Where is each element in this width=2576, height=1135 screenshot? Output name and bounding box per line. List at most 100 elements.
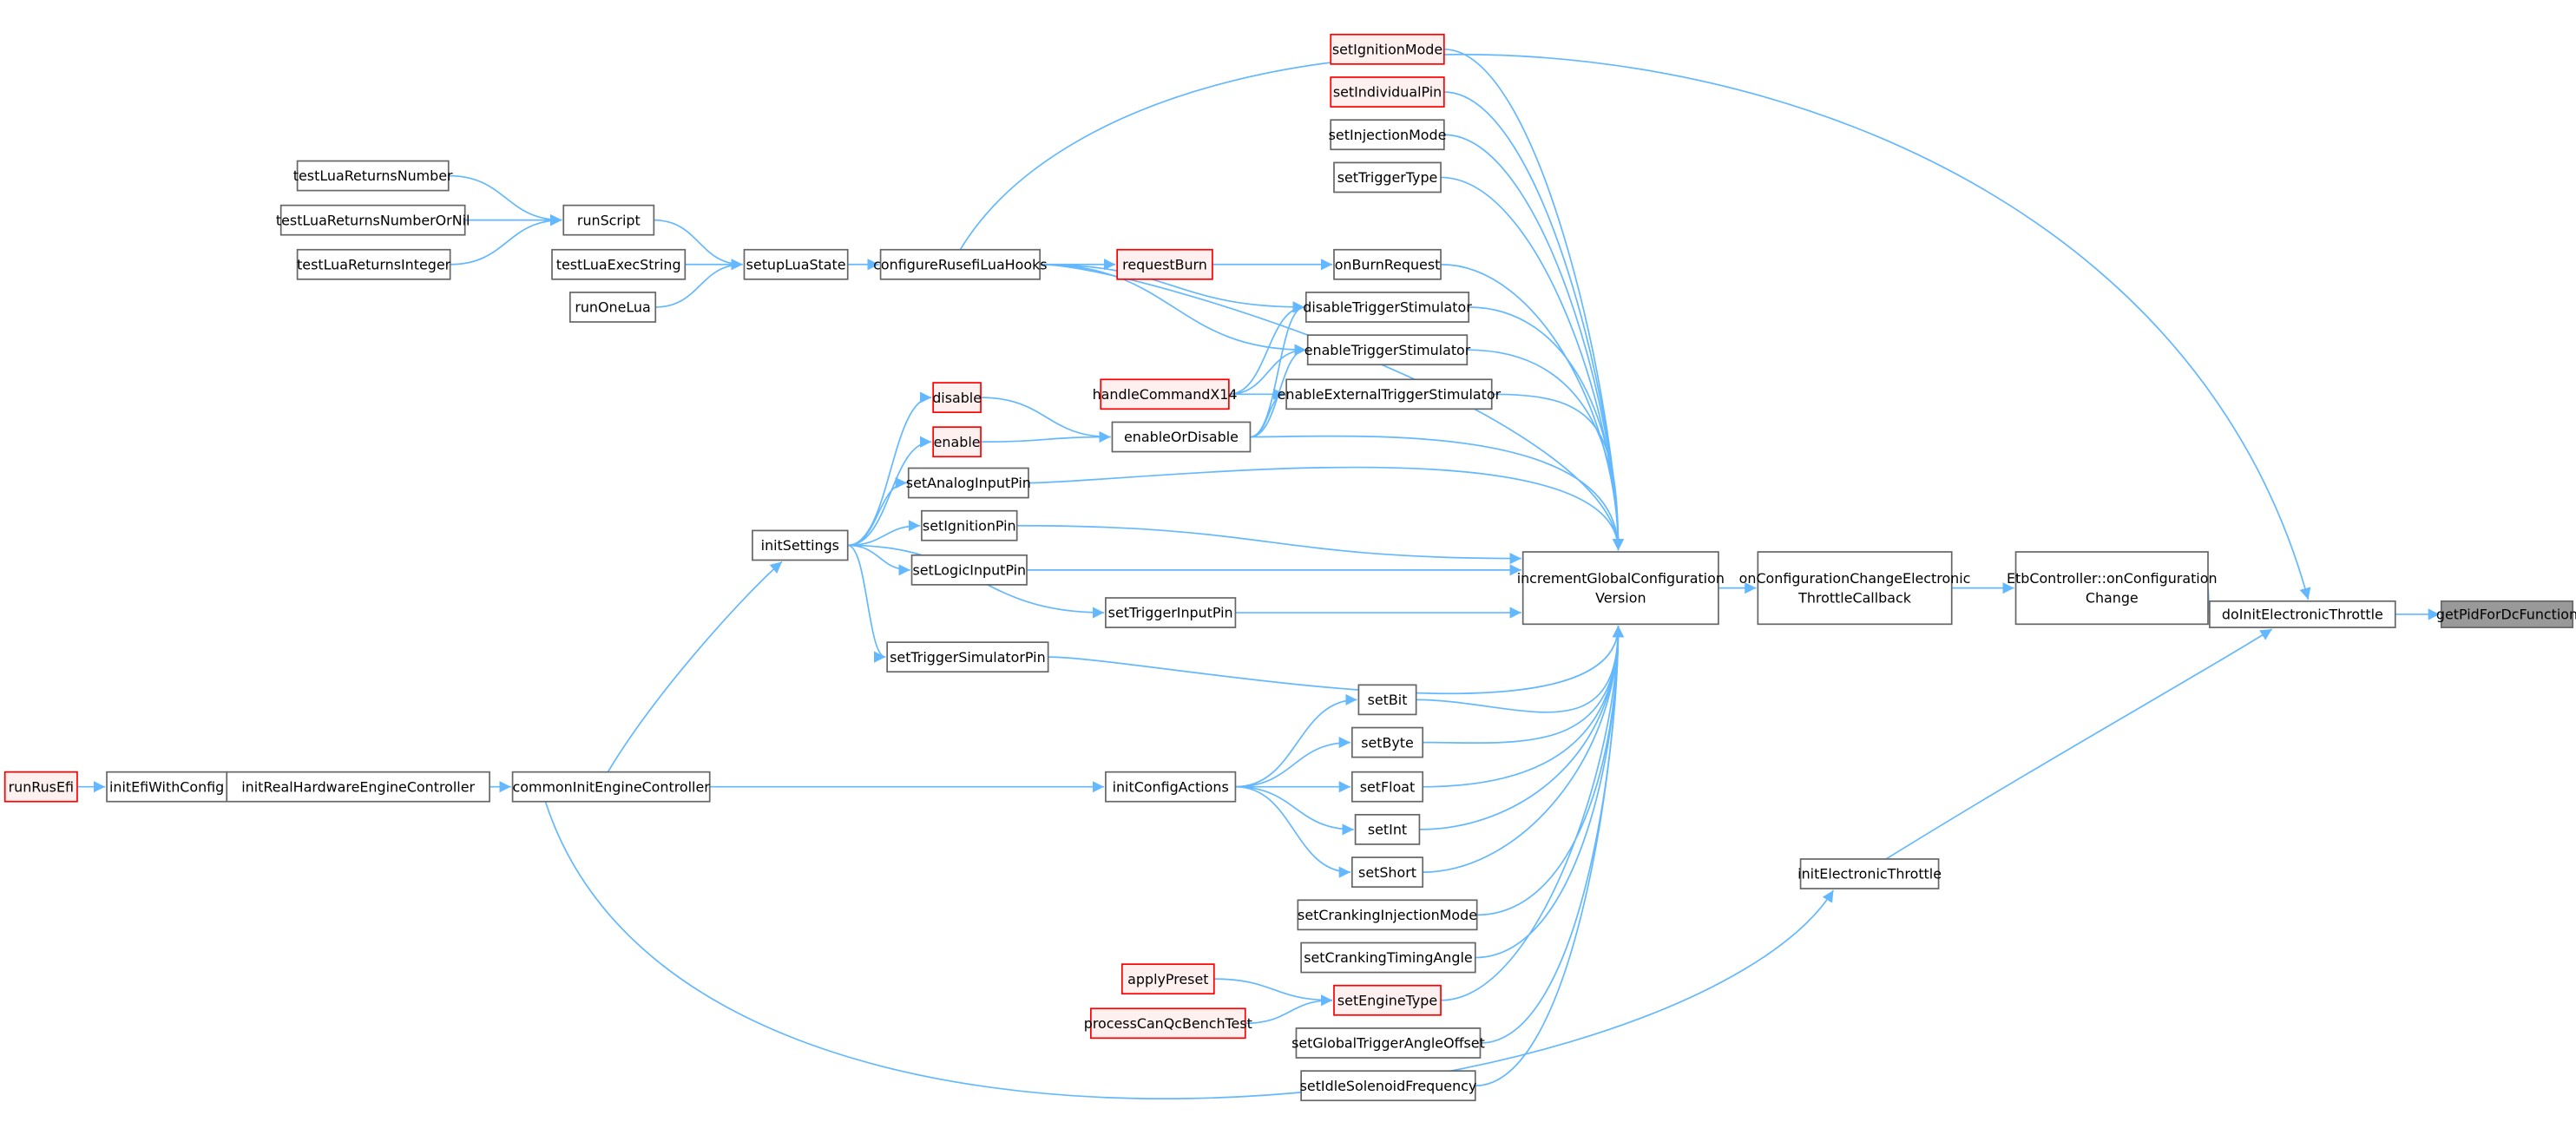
node-box bbox=[1297, 899, 1478, 931]
node-label: initConfigActions bbox=[1113, 778, 1229, 795]
node-etb-on-configuration-change[interactable]: EtbController::onConfigurationChange bbox=[2007, 551, 2218, 626]
edge-configure-rusefi-lua-hooks-to-do-init-electronic-throttle bbox=[959, 54, 2311, 600]
node-test-lua-exec-string[interactable]: testLuaExecString bbox=[551, 248, 687, 280]
node-set-global-trigger-angle-offset[interactable]: setGlobalTriggerAngleOffset bbox=[1291, 1027, 1485, 1059]
node-disable-trigger-stimulator[interactable]: disableTriggerStimulator bbox=[1303, 292, 1472, 323]
node-enable-external-trigger-stimulator[interactable]: enableExternalTriggerStimulator bbox=[1278, 378, 1502, 410]
node-label: Change bbox=[2086, 590, 2139, 607]
edge-common-init-engine-controller-to-init-electronic-throttle bbox=[544, 801, 1835, 1099]
edge-init-settings-to-enable bbox=[847, 436, 932, 547]
node-box bbox=[1521, 551, 1719, 626]
node-box bbox=[1116, 248, 1213, 280]
node-handle-command-x14[interactable]: handleCommandX14 bbox=[1093, 378, 1238, 410]
node-request-burn[interactable]: requestBurn bbox=[1116, 248, 1213, 280]
node-set-injection-mode[interactable]: setInjectionMode bbox=[1329, 119, 1447, 151]
node-init-electronic-throttle[interactable]: initElectronicThrottle bbox=[1797, 858, 1942, 889]
node-box bbox=[1350, 726, 1424, 758]
edge-run-script-to-setup-lua-state bbox=[654, 219, 743, 271]
edge-disable-to-enable-or-disable bbox=[981, 397, 1111, 443]
edge-test-lua-returns-number-to-run-script bbox=[448, 174, 562, 226]
node-box bbox=[1300, 941, 1476, 974]
node-label: setByte bbox=[1361, 734, 1414, 751]
node-set-individual-pin[interactable]: setIndividualPin bbox=[1330, 76, 1445, 108]
node-configure-rusefi-lua-hooks[interactable]: configureRusefiLuaHooks bbox=[873, 248, 1048, 280]
node-set-float[interactable]: setFloat bbox=[1350, 771, 1424, 803]
node-box bbox=[1333, 248, 1442, 280]
node-enable-or-disable[interactable]: enableOrDisable bbox=[1111, 421, 1252, 453]
edge-enable-or-disable-to-enable-external-trigger-stimulator bbox=[1250, 388, 1285, 438]
node-set-engine-type[interactable]: setEngineType bbox=[1333, 984, 1442, 1016]
node-box bbox=[1350, 856, 1424, 889]
node-box bbox=[1111, 421, 1252, 453]
edge-set-bit-to-increment-global-configuration-version bbox=[1416, 626, 1625, 713]
node-set-cranking-timing-angle[interactable]: setCrankingTimingAngle bbox=[1300, 941, 1476, 974]
node-set-trigger-type[interactable]: setTriggerType bbox=[1333, 161, 1442, 194]
edge-configure-rusefi-lua-hooks-to-enable-trigger-stimulator bbox=[1040, 263, 1306, 356]
node-label: testLuaReturnsNumber bbox=[293, 167, 453, 184]
node-label: EtbController::onConfiguration bbox=[2007, 570, 2218, 587]
node-enable-trigger-stimulator[interactable]: enableTriggerStimulator bbox=[1304, 334, 1471, 366]
edge-init-settings-to-set-trigger-simulator-pin bbox=[847, 544, 886, 663]
node-set-idle-solenoid-frequency[interactable]: setIdleSolenoidFrequency bbox=[1300, 1070, 1477, 1102]
node-box bbox=[879, 248, 1042, 280]
node-box bbox=[1285, 378, 1493, 410]
edge-set-short-to-increment-global-configuration-version bbox=[1423, 626, 1625, 873]
node-set-ignition-mode[interactable]: setIgnitionMode bbox=[1330, 33, 1445, 65]
node-apply-preset[interactable]: applyPreset bbox=[1120, 963, 1215, 995]
node-label: setCrankingInjectionMode bbox=[1298, 907, 1477, 923]
node-label: runRusEfi bbox=[9, 778, 74, 795]
node-init-real-hardware-engine-controller[interactable]: initRealHardwareEngineController bbox=[226, 771, 490, 803]
node-label: commonInitEngineController bbox=[513, 778, 711, 795]
node-box bbox=[1295, 1027, 1482, 1059]
node-set-bit[interactable]: setBit bbox=[1357, 684, 1417, 716]
node-run-one-lua[interactable]: runOneLua bbox=[568, 292, 657, 323]
node-box bbox=[511, 771, 711, 803]
node-label: setAnalogInputPin bbox=[906, 475, 1031, 491]
node-do-init-electronic-throttle[interactable]: doInitElectronicThrottle bbox=[2209, 600, 2396, 628]
node-run-script[interactable]: runScript bbox=[562, 204, 655, 236]
node-test-lua-returns-integer[interactable]: testLuaReturnsInteger bbox=[296, 248, 451, 280]
node-enable[interactable]: enable bbox=[932, 426, 982, 458]
node-box bbox=[106, 771, 228, 803]
edge-enable-to-enable-or-disable bbox=[981, 430, 1111, 443]
edge-set-ignition-pin-to-increment-global-configuration-version bbox=[1016, 524, 1521, 565]
node-label: setIndividualPin bbox=[1333, 84, 1442, 101]
node-init-efi-with-config[interactable]: initEfiWithConfig bbox=[106, 771, 228, 803]
node-label: setFloat bbox=[1360, 778, 1416, 795]
node-box bbox=[2440, 600, 2574, 628]
node-process-can-qc-bench-test[interactable]: processCanQcBenchTest bbox=[1084, 1007, 1252, 1040]
edge-init-settings-to-set-ignition-pin bbox=[847, 520, 921, 547]
node-label: setInjectionMode bbox=[1329, 127, 1447, 143]
node-box bbox=[1354, 814, 1421, 845]
node-box bbox=[1799, 858, 1940, 889]
node-init-settings[interactable]: initSettings bbox=[752, 529, 849, 561]
edge-set-engine-type-to-increment-global-configuration-version bbox=[1441, 626, 1625, 1001]
node-test-lua-returns-number-or-nil[interactable]: testLuaReturnsNumberOrNil bbox=[276, 204, 470, 236]
edge-apply-preset-to-set-engine-type bbox=[1213, 978, 1333, 1007]
node-init-config-actions[interactable]: initConfigActions bbox=[1105, 771, 1237, 803]
node-on-burn-request[interactable]: onBurnRequest bbox=[1333, 248, 1442, 280]
node-set-ignition-pin[interactable]: setIgnitionPin bbox=[921, 509, 1018, 541]
node-test-lua-returns-number[interactable]: testLuaReturnsNumber bbox=[293, 160, 453, 192]
node-common-init-engine-controller[interactable]: commonInitEngineController bbox=[511, 771, 711, 803]
node-set-analog-input-pin[interactable]: setAnalogInputPin bbox=[906, 467, 1031, 499]
node-set-byte[interactable]: setByte bbox=[1350, 726, 1424, 758]
node-get-pid-for-dc-function[interactable]: getPidForDcFunction bbox=[2436, 600, 2576, 628]
node-set-short[interactable]: setShort bbox=[1350, 856, 1424, 889]
node-box bbox=[568, 292, 657, 323]
node-label: initSettings bbox=[761, 537, 839, 554]
node-label: incrementGlobalConfiguration bbox=[1517, 570, 1725, 587]
node-box bbox=[752, 529, 849, 561]
edge-set-analog-input-pin-to-increment-global-configuration-version bbox=[1028, 466, 1625, 551]
node-on-configuration-change-electronic-throttle-callback[interactable]: onConfigurationChangeElectronicThrottleC… bbox=[1739, 551, 1971, 626]
node-set-logic-input-pin[interactable]: setLogicInputPin bbox=[910, 554, 1028, 586]
node-set-int[interactable]: setInt bbox=[1354, 814, 1421, 845]
node-run-rus-efi[interactable]: runRusEfi bbox=[3, 771, 78, 803]
node-disable[interactable]: disable bbox=[932, 382, 982, 413]
node-box bbox=[1350, 771, 1424, 803]
node-setup-lua-state[interactable]: setupLuaState bbox=[743, 248, 849, 280]
node-set-trigger-input-pin[interactable]: setTriggerInputPin bbox=[1105, 597, 1237, 628]
node-set-trigger-simulator-pin[interactable]: setTriggerSimulatorPin bbox=[886, 641, 1049, 673]
node-set-cranking-injection-mode[interactable]: setCrankingInjectionMode bbox=[1297, 899, 1478, 931]
